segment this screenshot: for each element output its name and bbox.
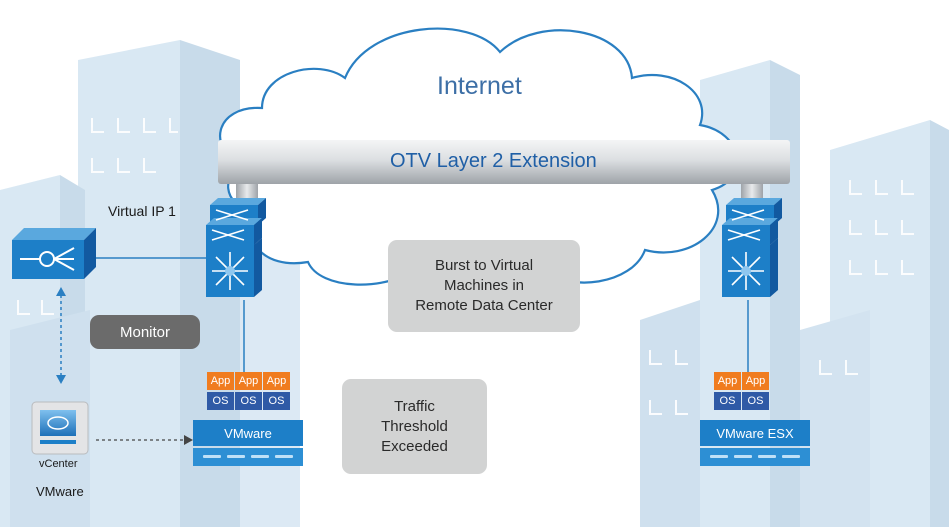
left-vmware-host-bar: VMware (193, 420, 303, 446)
traffic-line-2: Threshold (381, 417, 448, 435)
burst-line-2: Machines in (443, 277, 525, 294)
right-os-tag-1: OS (714, 392, 741, 410)
right-os-tag-2: OS (742, 392, 769, 410)
left-server-base (193, 448, 303, 466)
traffic-line-1: Traffic (394, 397, 435, 415)
right-building-windows (649, 180, 914, 415)
otv-extension-label: OTV Layer 2 Extension (390, 150, 597, 172)
internet-label: Internet (437, 72, 522, 100)
right-app-tag-1: App (714, 372, 741, 390)
left-vmware-label: VMware (224, 425, 272, 441)
otv-pipe (218, 140, 790, 184)
right-vmware-label: VMware ESX (716, 425, 794, 441)
right-server-base (700, 448, 810, 466)
dashed-arrows (56, 287, 66, 384)
left-os-tag-2: OS (235, 392, 262, 410)
burst-note: Burst to Virtual Machines in Remote Data… (388, 240, 580, 332)
left-switch-stack (206, 198, 266, 297)
virtual-ip-label: Virtual IP 1 (108, 203, 176, 219)
left-app-tag-2: App (235, 372, 262, 390)
left-app-tag-3: App (263, 372, 290, 390)
vcenter-arrow (96, 435, 193, 445)
monitor-label: Monitor (119, 323, 171, 341)
left-building-windows (17, 118, 178, 315)
left-os-tag-3: OS (263, 392, 290, 410)
traffic-line-3: Exceeded (381, 437, 448, 455)
left-os-tag-1: OS (207, 392, 234, 410)
vcenter-monitor-icon (31, 401, 89, 455)
load-balancer-icon (12, 228, 96, 279)
right-switch-stack (722, 198, 782, 297)
burst-line-3: Remote Data Center (415, 297, 553, 314)
monitor-box: Monitor (90, 315, 200, 349)
right-app-tag-2: App (742, 372, 769, 390)
vcenter-label: vCenter (39, 458, 78, 470)
right-vmware-host-bar: VMware ESX (700, 420, 810, 446)
connection-lines (95, 257, 749, 372)
traffic-note: Traffic Threshold Exceeded (342, 379, 487, 474)
vcenter-caption: VMware (36, 484, 84, 499)
burst-line-1: Burst to Virtual (434, 257, 534, 274)
left-app-tag-1: App (207, 372, 234, 390)
